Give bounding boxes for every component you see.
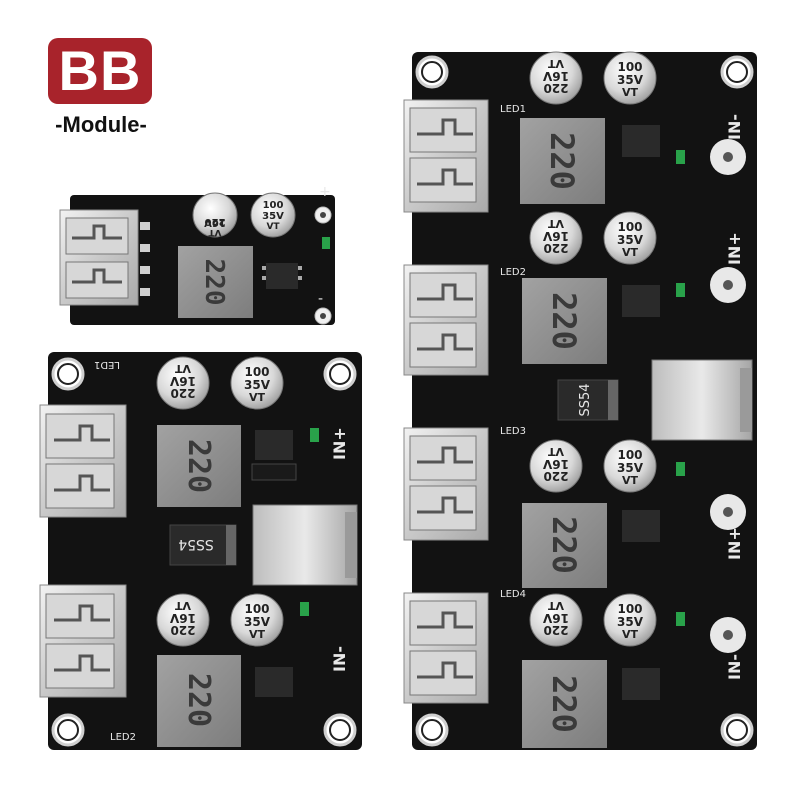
svg-text:35V: 35V <box>244 615 271 629</box>
svg-text:220: 220 <box>543 469 568 483</box>
svg-text:220: 220 <box>545 292 583 350</box>
svg-text:IN+: IN+ <box>725 232 744 265</box>
svg-text:16V: 16V <box>542 457 569 471</box>
svg-text:16V: 16V <box>169 374 196 388</box>
svg-text:35V: 35V <box>617 461 644 475</box>
svg-text:VT: VT <box>249 628 266 641</box>
svg-text:SS54: SS54 <box>178 536 214 552</box>
svg-text:IN-: IN- <box>725 654 744 680</box>
svg-text:VT: VT <box>622 246 639 259</box>
svg-text:16V: 16V <box>542 611 569 625</box>
small-board: 220 16V VT 100 35V VT 220 + - <box>59 184 335 325</box>
svg-text:VT: VT <box>208 227 222 237</box>
svg-text:LED4: LED4 <box>500 589 526 600</box>
svg-text:35V: 35V <box>244 378 271 392</box>
svg-text:LED3: LED3 <box>500 426 526 437</box>
svg-text:16V: 16V <box>542 229 569 243</box>
svg-text:220: 220 <box>543 81 568 95</box>
svg-text:IN+: IN+ <box>330 427 349 460</box>
svg-text:LED2: LED2 <box>500 267 526 278</box>
svg-text:35V: 35V <box>617 615 644 629</box>
svg-text:220: 220 <box>181 673 216 727</box>
brand-subtitle: -Module- <box>55 112 147 137</box>
svg-text:220: 220 <box>205 216 226 227</box>
svg-text:IN-: IN- <box>725 114 744 140</box>
svg-text:16V: 16V <box>542 69 569 83</box>
svg-text:VT: VT <box>266 222 280 232</box>
svg-text:VT: VT <box>548 445 565 458</box>
svg-text:35V: 35V <box>617 233 644 247</box>
svg-text:VT: VT <box>548 57 565 70</box>
svg-text:220: 220 <box>545 675 583 733</box>
svg-text:VT: VT <box>249 391 266 404</box>
svg-text:16V: 16V <box>204 217 226 228</box>
svg-text:100: 100 <box>617 448 642 462</box>
large-board: IN- IN+ IN+ IN- LED1 220 16V VT 100 35V … <box>403 51 757 750</box>
brand-logo: BB <box>48 38 152 104</box>
capacitor-100uf <box>250 192 296 238</box>
svg-text:IN-: IN- <box>330 646 349 672</box>
svg-text:+: + <box>319 184 331 200</box>
svg-text:VT: VT <box>622 86 639 99</box>
svg-text:SS54: SS54 <box>578 383 593 416</box>
svg-text:220: 220 <box>170 623 195 637</box>
svg-text:100: 100 <box>617 602 642 616</box>
svg-text:220: 220 <box>543 623 568 637</box>
svg-text:VT: VT <box>548 217 565 230</box>
svg-text:220: 220 <box>181 439 216 493</box>
svg-text:LED1: LED1 <box>500 104 526 115</box>
svg-text:100: 100 <box>244 602 269 616</box>
svg-text:100: 100 <box>263 200 284 211</box>
svg-text:220: 220 <box>545 516 583 574</box>
inductor <box>178 246 253 318</box>
svg-text:VT: VT <box>622 628 639 641</box>
medium-board: 220 16V VT 100 35V VT 220 SS54 220 16V V… <box>39 352 362 750</box>
svg-text:-: - <box>318 291 323 307</box>
svg-text:220: 220 <box>170 386 195 400</box>
svg-text:220: 220 <box>199 259 229 306</box>
svg-text:35V: 35V <box>617 73 644 87</box>
svg-text:100: 100 <box>617 220 642 234</box>
svg-text:16V: 16V <box>169 611 196 625</box>
usb-c-port <box>252 504 358 586</box>
brand-logo-text: BB <box>58 39 142 102</box>
ic-chip <box>266 263 298 289</box>
svg-text:IN+: IN+ <box>725 527 744 560</box>
svg-text:35V: 35V <box>262 211 284 222</box>
capacitor-220uf <box>192 192 238 238</box>
svg-text:220: 220 <box>543 132 581 190</box>
svg-text:VT: VT <box>175 599 192 612</box>
svg-text:100: 100 <box>617 60 642 74</box>
svg-text:VT: VT <box>548 599 565 612</box>
svg-text:220: 220 <box>543 241 568 255</box>
svg-text:VT: VT <box>622 474 639 487</box>
svg-text:LED1: LED1 <box>94 359 120 370</box>
svg-text:100: 100 <box>244 365 269 379</box>
svg-text:VT: VT <box>175 362 192 375</box>
svg-text:LED2: LED2 <box>110 732 136 743</box>
